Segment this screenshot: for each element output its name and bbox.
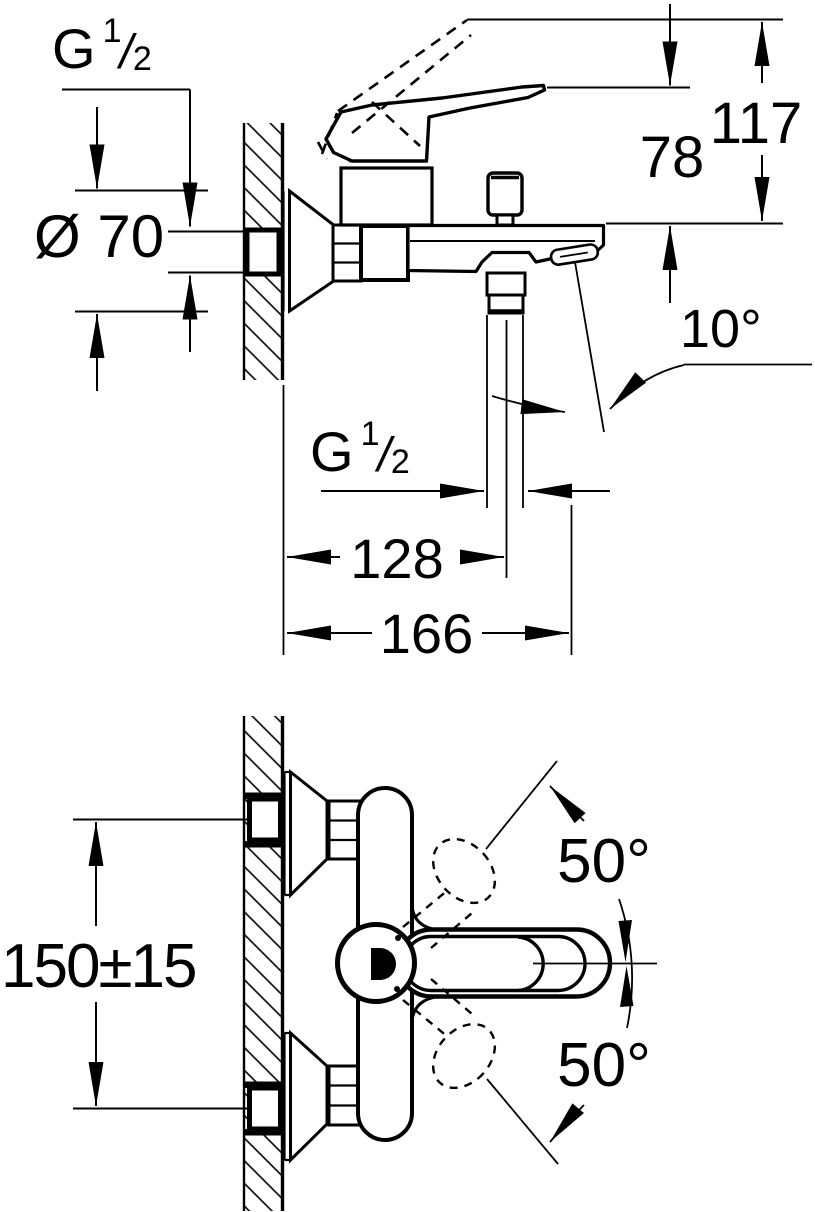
- label-spout-depth: 166: [379, 602, 474, 665]
- shower-outlet-nipple: [485, 271, 527, 315]
- diverter-knob: [486, 171, 524, 227]
- mixer-body-spout: [406, 223, 606, 274]
- dim-swivel-angles: [485, 760, 634, 1165]
- lever-handle: [324, 83, 547, 163]
- union-connector-side-view: [359, 224, 410, 282]
- label-flange-diameter: Ø 70: [34, 203, 165, 270]
- dim-inlet-thread: [62, 88, 246, 352]
- dim-flange-diameter: [75, 107, 208, 391]
- shower-holder-swivel-positions: [402, 837, 497, 1090]
- side-view: [62, 4, 812, 655]
- flange-escutcheon-side-view: [282, 187, 335, 314]
- cartridge-housing: [339, 159, 434, 227]
- thread-slash: /: [119, 26, 133, 79]
- upper-flange-escutcheon: [283, 768, 364, 899]
- lever-handle-raised-outline: [316, 18, 472, 160]
- dim-outlet-angle: [491, 363, 812, 415]
- label-lever-height: 78: [639, 125, 705, 190]
- label-inlet-spacing: 150±15: [1, 932, 197, 1001]
- plan-view: [73, 716, 657, 1211]
- dim-inlet-spacing: [73, 818, 249, 1110]
- label-lower-swivel-angle: 50°: [557, 1031, 651, 1100]
- inlet-union-side-view: [244, 227, 282, 277]
- wall-section-plan-view: [242, 716, 285, 1211]
- thread-numerator: 1: [102, 12, 122, 50]
- cartridge-circle-plan: [335, 922, 417, 1004]
- label-shower-outlet-depth: 128: [350, 527, 444, 590]
- upper-inlet-union: [244, 792, 283, 848]
- thread-prefix: G: [310, 420, 354, 483]
- lower-flange-escutcheon: [283, 1029, 364, 1164]
- label-outlet-angle: 10°: [680, 299, 762, 359]
- thread-prefix: G: [52, 17, 96, 80]
- hex-nut-side-view: [331, 223, 363, 283]
- thread-denominator: 2: [390, 443, 410, 481]
- lower-inlet-union: [244, 1081, 283, 1136]
- thread-numerator: 1: [360, 415, 380, 453]
- label-overall-height: 117: [709, 91, 803, 156]
- thread-denominator: 2: [132, 40, 152, 78]
- label-upper-swivel-angle: 50°: [557, 827, 651, 896]
- thread-slash: /: [377, 429, 391, 482]
